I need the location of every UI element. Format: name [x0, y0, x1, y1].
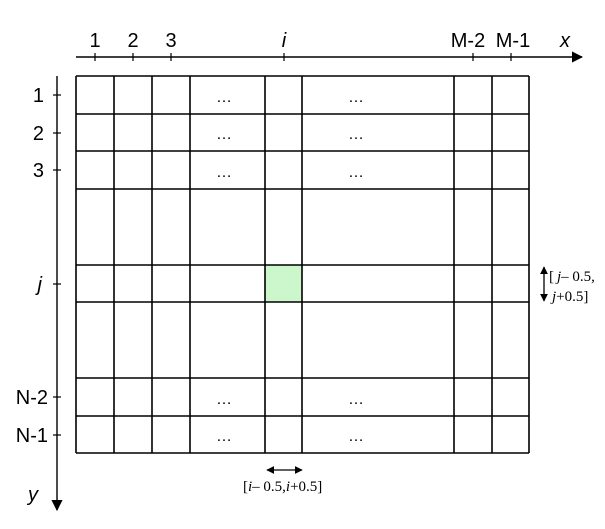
y-tick-label: N-1: [16, 425, 48, 447]
col-extent-var: i: [286, 479, 290, 495]
x-tick-label: 2: [127, 30, 138, 52]
x-tick-label: i: [282, 30, 287, 52]
x-tick-label: M-1: [496, 30, 530, 52]
ellipsis: …: [348, 89, 364, 106]
x-tick-label: 1: [89, 30, 100, 52]
row-extent-var: j: [550, 289, 556, 305]
col-extent-open-bracket: [: [243, 479, 248, 495]
row-extent-label-bottom: j+0.5]: [550, 289, 588, 305]
ellipsis: …: [216, 126, 232, 143]
ellipsis: …: [348, 391, 364, 408]
y-tick-label: j: [35, 274, 43, 296]
highlighted-cell: [265, 265, 302, 302]
col-extent-lower: – 0.5,: [251, 479, 286, 495]
grid-lines: [75, 75, 530, 454]
ellipsis: …: [216, 391, 232, 408]
x-tick-label: 3: [165, 30, 176, 52]
row-extent-upper: +0.5]: [556, 289, 588, 305]
y-tick-label: N-2: [16, 387, 48, 409]
x-axis-variable: x: [559, 30, 571, 52]
row-extent-label-top: [j– 0.5,: [549, 269, 595, 285]
col-extent-label: [i– 0.5,i+0.5]: [243, 479, 322, 495]
ellipsis: …: [348, 164, 364, 181]
x-axis-ticks: [94, 53, 512, 61]
ellipsis: …: [216, 164, 232, 181]
y-tick-label: 3: [33, 160, 44, 182]
ellipsis: …: [348, 126, 364, 143]
y-tick-label: 1: [33, 85, 44, 107]
ellipsis: …: [216, 428, 232, 445]
y-tick-label: 2: [33, 123, 44, 145]
col-extent-upper: +0.5]: [290, 479, 322, 495]
y-axis-ticks: [53, 94, 61, 436]
y-axis-variable: y: [26, 484, 39, 506]
ellipsis: …: [216, 89, 232, 106]
x-tick-label: M-2: [451, 30, 485, 52]
row-extent-lower: – 0.5,: [560, 269, 595, 285]
row-extent-open-bracket: [: [549, 269, 554, 285]
ellipsis: …: [348, 428, 364, 445]
col-extent-var: i: [248, 479, 252, 495]
row-extent-var: j: [555, 269, 561, 285]
